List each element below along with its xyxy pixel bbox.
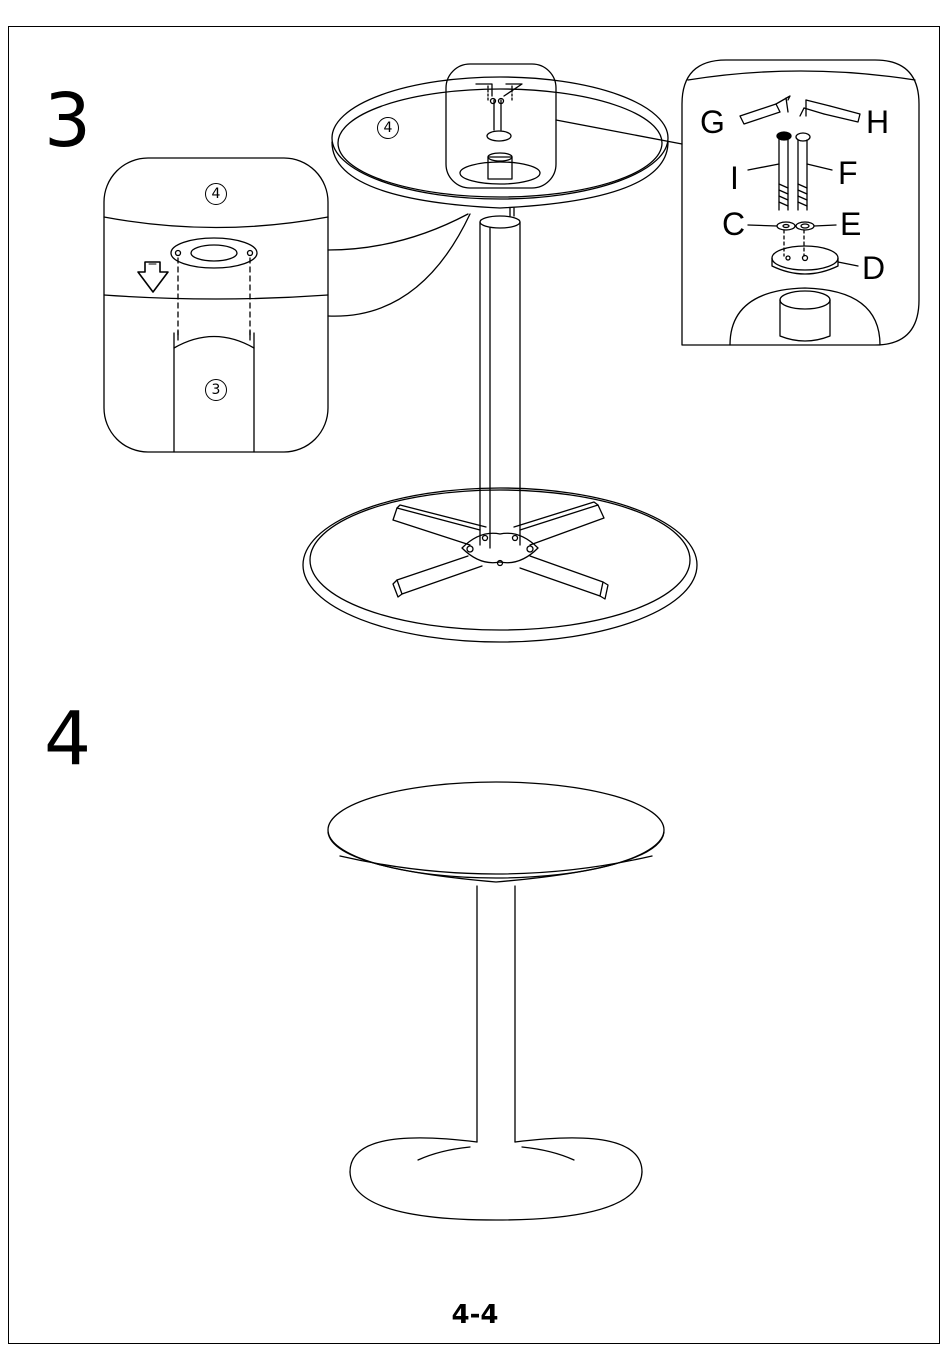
step-number-4: 4	[44, 702, 91, 776]
page-number: 4-4	[0, 1300, 950, 1330]
step4-tabletop	[328, 782, 664, 882]
tabletop-inset	[446, 64, 556, 188]
part-label-E: E	[840, 208, 861, 240]
step-number-3: 3	[44, 84, 91, 158]
step3-column	[480, 208, 520, 548]
step4-table	[328, 782, 664, 1220]
detail-right	[682, 60, 919, 345]
part-label-F: F	[838, 157, 858, 189]
part-label-C: C	[722, 208, 745, 240]
step4-base	[350, 1138, 642, 1220]
callout-tabletop-detail: 4	[205, 183, 227, 205]
detail-left-leader-2	[328, 214, 470, 316]
part-label-H: H	[866, 106, 889, 138]
callout-column-detail: 3	[205, 379, 227, 401]
part-label-D: D	[862, 252, 885, 284]
step3-cross-brace	[393, 502, 608, 599]
step4-column	[477, 886, 515, 1142]
part-label-I: I	[730, 162, 739, 194]
part-label-G: G	[700, 106, 725, 138]
callout-tabletop: 4	[377, 117, 399, 139]
detail-left-leader	[328, 214, 468, 250]
